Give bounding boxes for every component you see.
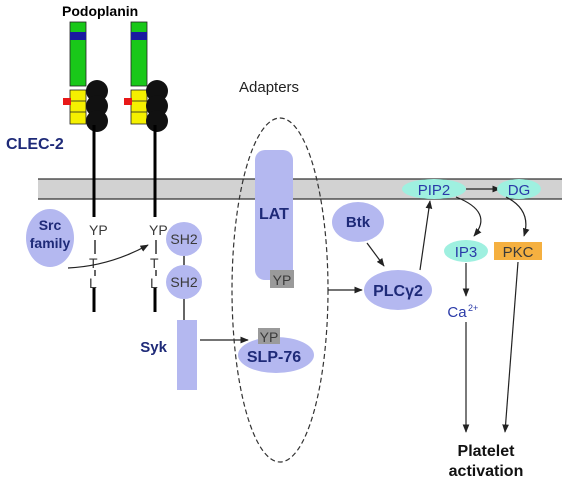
itam-l-left: L — [89, 275, 97, 291]
pip2-label: PIP2 — [418, 182, 451, 199]
ca-charge: 2+ — [468, 303, 478, 313]
src-label-line2: family — [30, 235, 71, 251]
ip3-messenger: IP3 — [444, 240, 488, 262]
plc-to-pip2-arrow — [419, 200, 433, 271]
syk-kinase: SH2 SH2 Syk — [140, 222, 202, 390]
pip2-to-ip3-arrow — [455, 196, 482, 237]
clec2-receptor-right — [124, 21, 168, 312]
lat-label: LAT — [259, 206, 289, 223]
slp76-label: SLP-76 — [247, 349, 301, 366]
src-label-line1: Src — [39, 217, 62, 233]
itam-t-right: T — [150, 255, 159, 271]
ca-label: Ca — [447, 304, 467, 321]
adapter-complex: LAT YP YP SLP-76 — [231, 117, 329, 463]
ca-symbol: Ca — [447, 304, 467, 321]
clec2-label: CLEC-2 — [6, 136, 64, 153]
dg-label: DG — [508, 182, 531, 199]
itam-t-left: T — [89, 255, 98, 271]
pkc-kinase: PKC — [494, 242, 542, 261]
itam-left: YP T L — [89, 222, 108, 291]
sh2-domain-1: SH2 — [170, 231, 197, 247]
src-family-kinase: Src family — [26, 209, 74, 267]
itam-right: YP T L — [149, 222, 168, 291]
activation-label-line2: activation — [449, 463, 524, 480]
plc-label: PLCγ2 — [373, 283, 423, 300]
yp-right: YP — [149, 222, 168, 238]
pip2-lipid: PIP2 — [402, 179, 466, 199]
lat-yp-label: YP — [273, 272, 292, 288]
plcg2-enzyme: PLCγ2 — [364, 270, 432, 310]
adapters-label: Adapters — [239, 79, 299, 96]
slp76-yp-label: YP — [260, 329, 279, 345]
dg-lipid: DG — [497, 179, 541, 199]
podoplanin-label: Podoplanin — [62, 3, 138, 19]
btk-kinase: Btk — [332, 202, 384, 242]
btk-to-plc-arrow — [366, 242, 385, 267]
syk-label: Syk — [140, 339, 167, 356]
dg-to-pkc-arrow — [505, 196, 530, 237]
yp-left: YP — [89, 222, 108, 238]
pkc-label: PKC — [503, 244, 534, 261]
calcium-ion: Ca 2+ — [447, 303, 478, 321]
sh2-domain-2: SH2 — [170, 274, 197, 290]
clec2-receptor-left — [63, 21, 108, 312]
pkc-to-activation-arrow — [502, 261, 519, 433]
activation-label-line1: Platelet — [458, 443, 516, 460]
btk-label: Btk — [346, 214, 371, 231]
itam-l-right: L — [150, 275, 158, 291]
src-to-itam-arrow — [67, 244, 149, 269]
ip3-label: IP3 — [455, 244, 478, 261]
